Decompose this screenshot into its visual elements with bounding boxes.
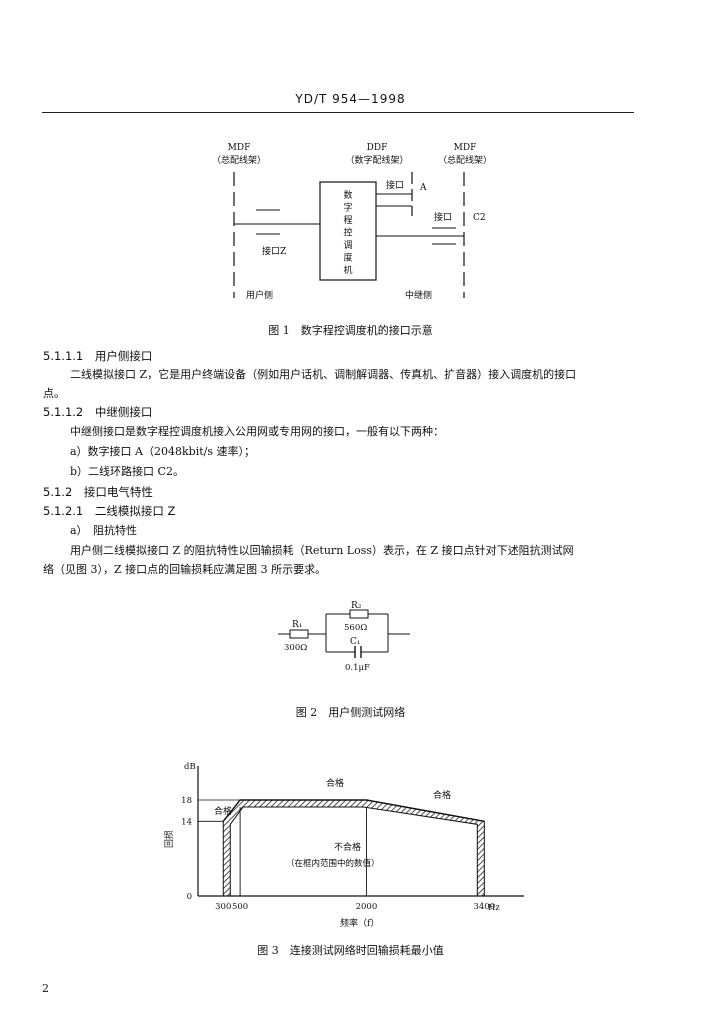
resistor-r2 xyxy=(349,609,369,619)
r1-label: R₁ xyxy=(292,620,302,630)
box-char: 控 xyxy=(343,227,352,239)
r2-label: R₂ xyxy=(351,601,362,611)
dispatcher-box-label: 数字程控调度机 xyxy=(343,189,352,276)
r2-value: 560Ω xyxy=(344,623,367,633)
box-char: 机 xyxy=(343,264,352,276)
section-number: 5.1.1.1 xyxy=(43,349,84,363)
figure2-circuit: R₁ 300Ω R₂ 560Ω C₁ 0.1μF xyxy=(278,601,410,673)
pass-top-label: 合格 xyxy=(326,777,344,789)
list-item-a: a）数字接口 A（2048kbit/s 速率）； xyxy=(70,445,255,458)
mdf-left-sub: （总配线架） xyxy=(212,154,266,166)
port-c-letter: C2 xyxy=(473,213,486,223)
resistor-r1 xyxy=(289,629,309,639)
section-title: 接口电气特性 xyxy=(83,485,153,499)
header-rule xyxy=(42,112,634,113)
mdf-right-label: MDF xyxy=(454,143,477,153)
dispatcher-box xyxy=(319,181,377,281)
x-tick-label: 300 xyxy=(215,902,231,912)
r1-value: 300Ω xyxy=(284,643,307,653)
x-tick-label: 500 xyxy=(232,902,248,912)
y-tick-label: 14 xyxy=(181,817,192,827)
port-a-label: 接口 xyxy=(386,179,404,191)
paragraph-3-line-2: 络（见图 3），Z 接口点的回输损耗应满足图 3 所示要求。 xyxy=(43,563,327,576)
page-number: 2 xyxy=(42,982,49,995)
paragraph-2: 中继侧接口是数字程控调度机接入公用网或专用网的接口，一般有以下两种： xyxy=(70,425,444,438)
box-char: 数 xyxy=(343,189,352,201)
ddf-sub: （数字配线架） xyxy=(345,154,408,166)
user-side-label: 用户侧 xyxy=(246,289,273,301)
box-char: 字 xyxy=(343,202,352,214)
pass-right-label: 合格 xyxy=(433,789,451,801)
paragraph-3-line-1: 用户侧二线模拟接口 Z 的阻抗特性以回输损耗（Return Loss）表示，在 … xyxy=(70,544,574,557)
y-tick-label: 18 xyxy=(181,796,192,806)
y-tick-label: 0 xyxy=(187,892,192,902)
paragraph-1-line-1: 二线模拟接口 Z，它是用户终端设备（例如用户话机、调制解调器、传真机、扩音器）接… xyxy=(70,368,577,381)
subsection-a: a） 阻抗特性 xyxy=(70,524,138,537)
figure3-caption: 图 3 连接测试网络时回输损耗最小值 xyxy=(257,944,444,957)
figure1-diagram: MDF （总配线架） DDF （数字配线架） MDF （总配线架） 数字程控调度… xyxy=(212,143,492,301)
ddf-label: DDF xyxy=(367,143,388,153)
fail-label: 不合格 xyxy=(334,841,361,853)
x-unit: Hz xyxy=(488,903,500,913)
port-z-label: 接口Z xyxy=(262,245,286,257)
x-tick-label: 3400 xyxy=(473,902,495,912)
section-5-1-2-1: 5.1.2.1 二线模拟接口 Z xyxy=(43,503,175,519)
c1-label: C₁ xyxy=(350,637,361,647)
x-tick-label: 2000 xyxy=(356,902,378,912)
figure1-caption: 图 1 数字程控调度机的接口示意 xyxy=(268,324,433,337)
mdf-left-label: MDF xyxy=(228,143,251,153)
c1-value: 0.1μF xyxy=(345,663,370,673)
section-number: 5.1.1.2 xyxy=(43,405,84,419)
limit-line xyxy=(222,799,485,823)
section-number: 5.1.2 xyxy=(43,485,73,499)
y-unit: dB xyxy=(184,762,196,772)
section-5-1-2: 5.1.2 接口电气特性 xyxy=(43,484,153,500)
section-number: 5.1.2.1 xyxy=(43,504,84,518)
box-char: 调 xyxy=(343,240,352,251)
pass-left-label: 合格 xyxy=(214,805,232,817)
standard-number: YD/T 954—1998 xyxy=(295,92,406,106)
figure2-caption: 图 2 用户侧测试网络 xyxy=(295,706,406,719)
fail-note: （在框内范围中的数值） xyxy=(286,858,380,869)
trunk-side-label: 中继侧 xyxy=(405,289,432,301)
mdf-right-sub: （总配线架） xyxy=(438,154,492,166)
section-5-1-1-1: 5.1.1.1 用户侧接口 xyxy=(43,348,152,364)
box-char: 度 xyxy=(343,252,352,264)
paragraph-1-line-2: 点。 xyxy=(43,387,65,400)
port-a-letter: A xyxy=(419,183,427,193)
port-c-label: 接口 xyxy=(434,211,452,223)
y-axis-label: 回损 xyxy=(163,830,175,848)
section-title: 用户侧接口 xyxy=(94,349,153,363)
section-title: 二线模拟接口 Z xyxy=(94,504,176,518)
list-item-b: b）二线环路接口 C2。 xyxy=(70,465,184,478)
section-5-1-1-2: 5.1.1.2 中继侧接口 xyxy=(43,404,152,420)
x-axis-label: 频率（f） xyxy=(340,917,379,929)
box-char: 程 xyxy=(343,215,352,226)
section-title: 中继侧接口 xyxy=(94,405,153,419)
